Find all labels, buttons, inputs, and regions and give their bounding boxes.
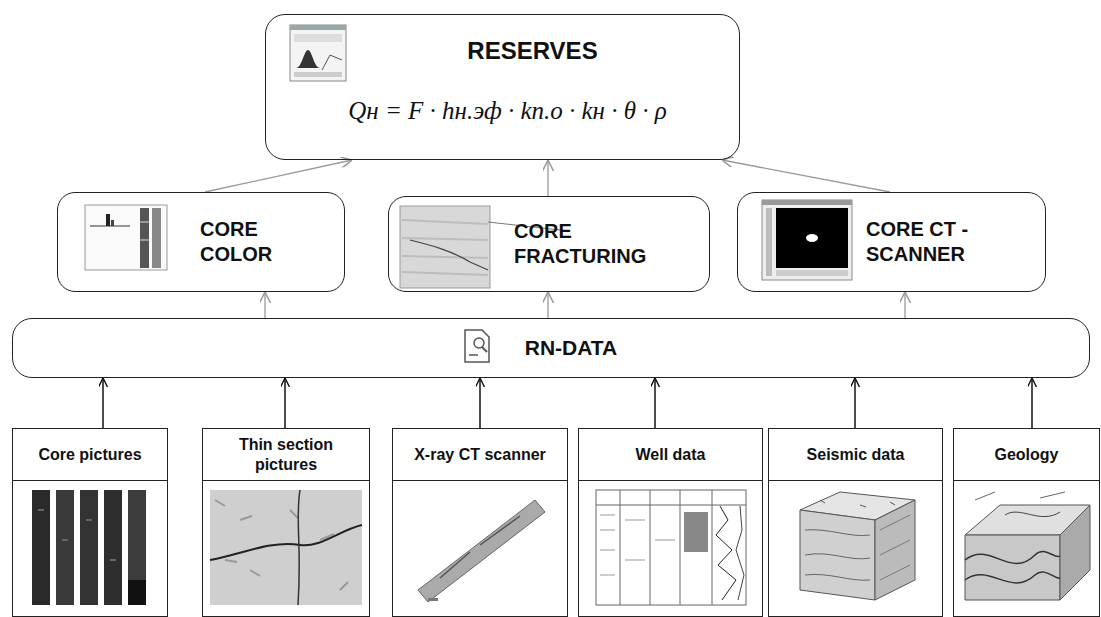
software-screenshot [290,25,346,81]
flow-arrow [102,378,104,428]
search-document-icon [465,330,489,362]
flow-arrow [479,378,481,428]
flow-arrow [722,160,890,192]
data-source-box: Core pictures [12,428,168,617]
result-box: RESERVES Qн = F · hн.эф · kп.о · kн · θ ·… [265,14,740,160]
box-label: Seismic data [769,429,942,481]
flow-arrow [654,378,656,428]
ct-scanner-screenshot [762,200,852,280]
core-color-screenshot [85,205,167,270]
flow-arrow [547,160,548,196]
data-source-box: X-ray CT scanner [392,428,568,617]
box-label: X-ray CT scanner [393,429,567,481]
data-source-box: Well data [578,428,763,617]
ct-core-image [418,500,545,602]
thin-section-photo [210,490,362,605]
box-label: CORE CT - SCANNER [866,217,996,267]
flow-arrow [284,378,286,428]
flow-arrow [547,292,548,318]
box-label: Geology [954,429,1099,481]
well-log-chart [596,490,746,605]
box-label: CORE FRACTURING [514,219,664,269]
flow-arrow [1031,378,1033,428]
formula: Qн = F · hн.эф · kп.о · kн · θ · ρ [266,97,739,125]
data-source-box: Thin section pictures [202,428,370,617]
seismic-cube [800,492,915,600]
module-box: CORE FRACTURING [388,196,710,292]
box-label: CORE COLOR [200,217,325,267]
box-label: Core pictures [13,429,167,481]
core-photo-strips [32,490,146,605]
box-label: RESERVES [266,37,739,65]
module-box: CORE CT - SCANNER [737,192,1046,292]
data-source-box: Seismic data [768,428,943,617]
data-source-box: Geology [953,428,1100,617]
flow-arrow [264,292,265,318]
box-label: RN-DATA [525,336,618,360]
box-label: Well data [579,429,762,481]
platform-bar: RN-DATA [12,318,1090,378]
geology-block [965,492,1090,600]
flow-arrow [904,292,905,318]
flow-arrow [205,160,352,192]
box-label: Thin section pictures [203,429,369,481]
module-box: CORE COLOR [57,192,345,292]
flow-arrow [854,378,856,428]
